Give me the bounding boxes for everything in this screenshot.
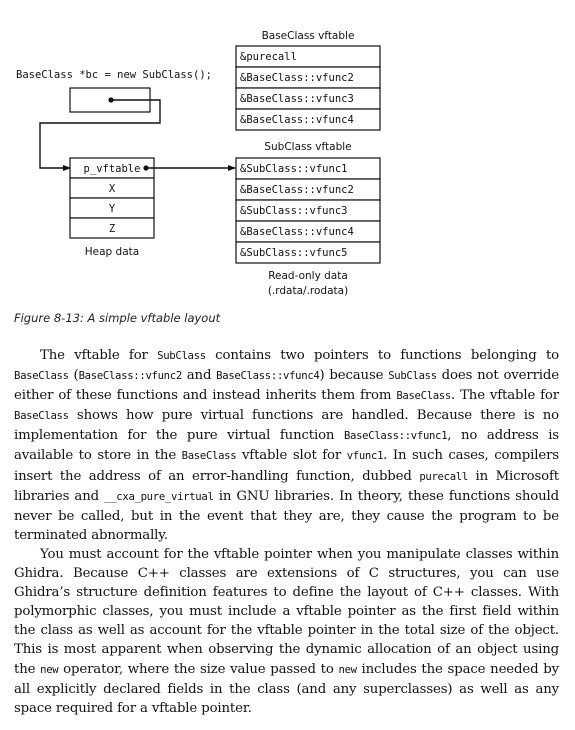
subclass-vftable-entry: &BaseClass::vfunc4 xyxy=(240,226,354,238)
text-run: shows how pure virtual functions are han… xyxy=(14,408,559,444)
text-run: ) because xyxy=(319,368,389,384)
heap-data-label: Heap data xyxy=(85,246,139,258)
subclass-vftable-entry: &SubClass::vfunc5 xyxy=(240,247,347,259)
subclass-vftable-slot-4 xyxy=(235,241,381,264)
inline-code: vfunc1 xyxy=(346,450,384,463)
subclass-vftable-title: SubClass vftable xyxy=(264,141,351,153)
baseclass-vftable-entry: &BaseClass::vfunc2 xyxy=(240,72,354,84)
text-run: . In such cases, compilers insert the ad… xyxy=(14,448,559,484)
inline-code: SubClass xyxy=(157,350,206,362)
inline-code: BaseClass xyxy=(396,390,452,403)
inline-code: purecall xyxy=(419,470,468,483)
bc-pointer-arrow xyxy=(39,99,161,171)
heap-field-label-y: Y xyxy=(109,203,116,215)
inline-code: new xyxy=(338,663,358,676)
text-run: vftable slot for xyxy=(236,448,347,464)
inline-code: BaseClass::vfunc2 xyxy=(78,370,183,383)
subclass-vftable: &SubClass::vfunc1 &BaseClass::vfunc2 &Su… xyxy=(235,157,381,264)
text-run: in Microsoft libraries and xyxy=(14,468,559,504)
text-run: The vftable for xyxy=(40,348,158,363)
figure-caption: Figure 8-13: A simple vftable layout xyxy=(14,311,221,325)
heap-object: p_vftable X Y Z xyxy=(69,157,155,239)
body-paragraph: You must account for the vftable pointer… xyxy=(14,545,559,718)
text-run: You must account for the vftable pointer… xyxy=(14,546,559,677)
inline-code: BaseClass::vfunc1 xyxy=(343,430,448,443)
inline-code: new xyxy=(40,663,59,676)
baseclass-vftable-entry: &purecall xyxy=(240,51,297,63)
readonly-data-label: Read-only data xyxy=(268,270,348,282)
body-paragraph: The vftable for SubClass contains two po… xyxy=(14,346,559,545)
text-run: . The vftable for xyxy=(451,388,559,404)
subclass-vftable-entry: &SubClass::vfunc3 xyxy=(240,205,347,217)
heap-field-3 xyxy=(69,217,155,239)
baseclass-vftable-entry: &BaseClass::vfunc4 xyxy=(240,114,354,126)
baseclass-vftable-entry: &BaseClass::vfunc3 xyxy=(240,93,354,105)
text-run: in GNU libraries. In theory, these funct… xyxy=(14,488,559,543)
inline-code: BaseClass xyxy=(181,450,237,463)
baseclass-vftable-title: BaseClass vftable xyxy=(262,30,355,42)
inline-code: BaseClass xyxy=(14,410,69,423)
text-run: contains two pointers to functions belon… xyxy=(205,348,559,363)
baseclass-vftable-slot-3 xyxy=(235,108,381,131)
subclass-vftable-entry: &BaseClass::vfunc2 xyxy=(240,184,354,196)
inline-code: BaseClass xyxy=(14,370,69,383)
baseclass-vftable: &purecall &BaseClass::vfunc2 &BaseClass:… xyxy=(235,45,381,131)
text-run: , no address is available to store in th… xyxy=(14,428,559,464)
readonly-section-label: (.rdata/.rodata) xyxy=(268,285,348,297)
inline-code: __cxa_pure_virtual xyxy=(104,490,214,503)
heap-field-label-x: X xyxy=(109,183,116,195)
text-run: ( xyxy=(68,368,79,384)
subclass-vftable-entry: &SubClass::vfunc1 xyxy=(240,163,347,175)
heap-field-label-p-vftable: p_vftable xyxy=(84,163,141,175)
text-run: and xyxy=(181,368,217,384)
text-run: does not override either of these functi… xyxy=(14,368,559,404)
code-line: BaseClass *bc = new SubClass(); xyxy=(16,69,212,81)
inline-code: SubClass xyxy=(388,370,437,383)
heap-field-label-z: Z xyxy=(109,223,115,235)
text-run: operator, where the size value passed to xyxy=(58,661,339,677)
text-run: includes the space needed by all explici… xyxy=(14,661,559,716)
body-text: The vftable for SubClass contains two po… xyxy=(14,346,559,718)
inline-code: BaseClass::vfunc4 xyxy=(216,370,320,383)
vftable-layout-diagram: BaseClass *bc = new SubClass(); p_vftabl… xyxy=(16,30,381,297)
